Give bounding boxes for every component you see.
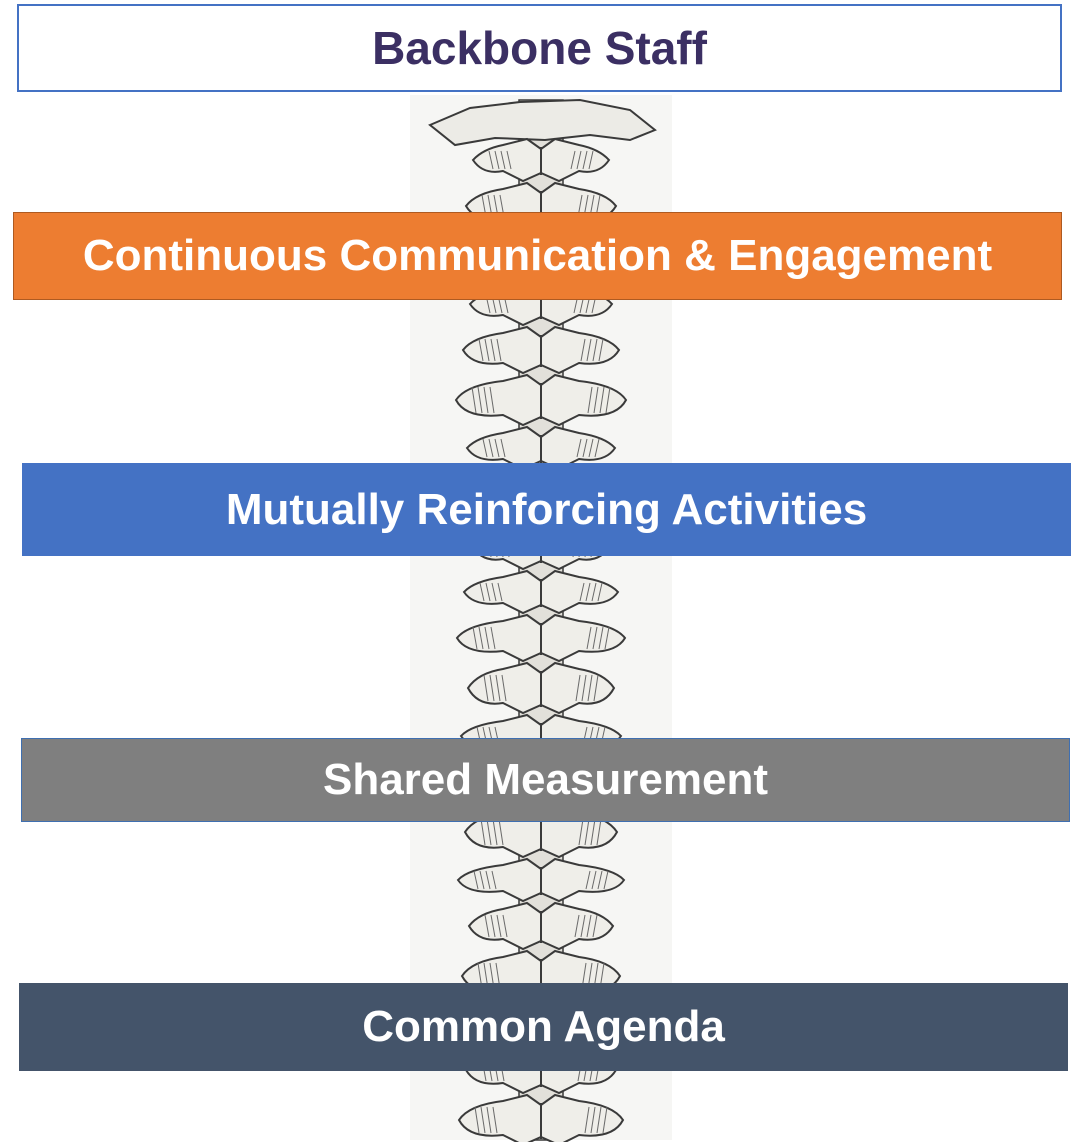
shared-measurement-label: Shared Measurement [322, 755, 769, 804]
common-agenda-label: Common Agenda [362, 1002, 725, 1051]
atlas-vertebra [428, 98, 657, 147]
mutually-reinforcing-activities-bar: Mutually Reinforcing Activities [22, 463, 1071, 556]
communication-engagement-bar: Continuous Communication & Engagement [13, 212, 1062, 300]
common-agenda-bar: Common Agenda [19, 983, 1068, 1071]
backbone-staff-label: Backbone Staff [372, 22, 707, 74]
shared-measurement-bar: Shared Measurement [21, 738, 1070, 822]
backbone-staff-bar: Backbone Staff [17, 4, 1062, 92]
communication-engagement-label: Continuous Communication & Engagement [82, 231, 993, 280]
mutually-reinforcing-activities-label: Mutually Reinforcing Activities [225, 484, 868, 534]
